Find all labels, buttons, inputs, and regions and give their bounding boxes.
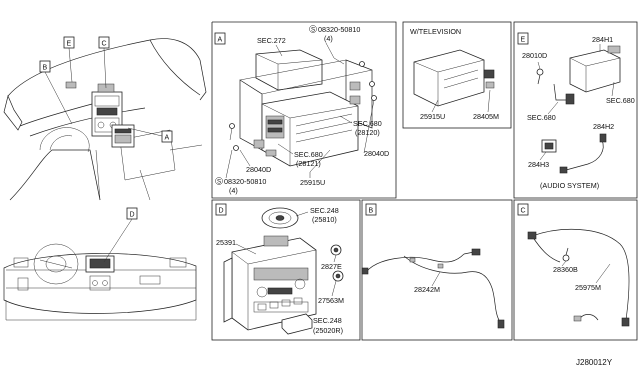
callout-a-box: [161, 130, 173, 143]
label-sec680-a: SEC.680: [353, 119, 382, 128]
panel-c: C 28360B 25975M: [513, 199, 638, 341]
panel-d: D SEC.248 (25810) 25391 2827E: [211, 199, 361, 341]
label-sec248-bottom-sub: (25020R): [313, 326, 343, 335]
label-284h3: 284H3: [528, 160, 549, 169]
label-28040d-right: 28040D: [364, 149, 389, 158]
callout-a: A: [165, 135, 170, 142]
interior-overview: D: [3, 207, 197, 321]
callout-e: C: [102, 41, 107, 48]
panel-d-letter: D: [219, 208, 224, 215]
panel-b-letter: B: [369, 208, 374, 215]
panel-a-letter: A: [218, 37, 223, 44]
label-sec680-b-sub: (28121): [296, 159, 321, 168]
label-2827e: 2827E: [321, 262, 342, 271]
label-28360b: 28360B: [553, 265, 578, 274]
label-28242m: 28242M: [414, 285, 440, 294]
label-bolt-bottom: 08320-50810: [224, 177, 266, 186]
screw-symbol-top: S: [311, 27, 315, 34]
diagram-code: J280012Y: [576, 358, 613, 367]
tv-panel-title: W/TELEVISION: [410, 27, 461, 36]
panel-b: B 28242M: [361, 199, 513, 341]
label-sec248-bottom: SEC.248: [313, 316, 342, 325]
label-sec272: SEC.272: [257, 36, 286, 45]
label-28040d-left: 28040D: [246, 165, 271, 174]
label-tv-25915u: 25915U: [420, 112, 445, 121]
label-28010d: 28010D: [522, 51, 547, 60]
label-audio-system: (AUDIO SYSTEM): [540, 181, 599, 190]
panel-a: A SEC.272 S 08320-50: [211, 21, 397, 199]
label-27563m: 27563M: [318, 296, 344, 305]
label-sec680-a-sub: (28120): [355, 128, 380, 137]
label-284h2: 284H2: [593, 122, 614, 131]
dashboard-overview: E B C A: [3, 36, 207, 201]
label-sec680-e-right: SEC.680: [606, 96, 635, 105]
panel-television: W/TELEVISION 25915U 28405M: [402, 21, 512, 129]
panel-e: E 284H1 28010D SEC.680 SEC.680 284H2 284…: [513, 21, 638, 199]
label-sec248-top: SEC.248: [310, 206, 339, 215]
panel-c-letter: C: [521, 208, 526, 215]
label-bolt-top-qty: (4): [324, 34, 333, 43]
label-tv-28405m: 28405M: [473, 112, 499, 121]
callout-d: D: [130, 212, 135, 219]
label-sec680-b: SEC.680: [294, 150, 323, 159]
label-25975m: 25975M: [575, 283, 601, 292]
label-sec680-e-left: SEC.680: [527, 113, 556, 122]
label-25915u: 25915U: [300, 178, 325, 187]
label-sec248-top-sub: (25810): [312, 215, 337, 224]
callout-c: E: [67, 41, 72, 48]
panel-e-letter: E: [521, 37, 526, 44]
label-bolt-top: 08320-50810: [318, 25, 360, 34]
callout-b: B: [43, 65, 48, 72]
screw-symbol-bottom: S: [217, 179, 221, 186]
label-284h1: 284H1: [592, 35, 613, 44]
label-25391: 25391: [216, 238, 236, 247]
label-bolt-bottom-qty: (4): [229, 186, 238, 195]
